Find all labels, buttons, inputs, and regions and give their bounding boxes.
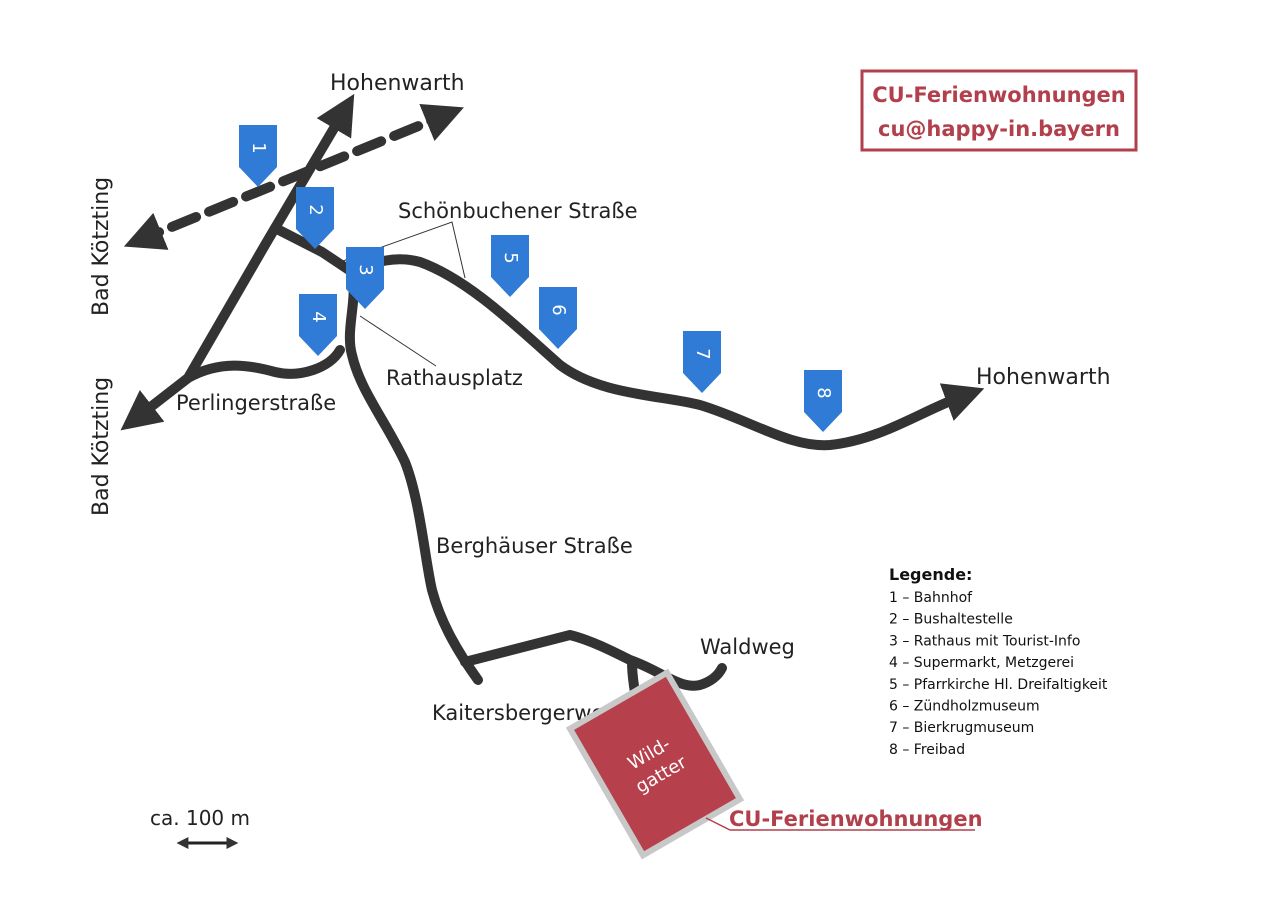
- road-branch-rathaus: [270, 223, 357, 277]
- poi-markers: 1 2 3 4 5 6 7 8: [239, 125, 842, 432]
- marker-pin: [539, 287, 577, 349]
- legend-item: 4 – Supermarkt, Metzgerei: [889, 655, 1074, 671]
- marker-pin: [346, 247, 384, 309]
- legend-item: 5 – Pfarrkirche Hl. Dreifaltigkeit: [889, 677, 1108, 693]
- road-perlinger: [183, 345, 345, 383]
- marker-pin: [299, 294, 337, 356]
- marker-2: 2: [296, 187, 334, 249]
- legend-title: Legende:: [889, 565, 972, 584]
- street-waldweg: Waldweg: [700, 635, 795, 659]
- cu-location-text: CU-Ferienwohnungen: [729, 807, 983, 831]
- scale-bar: ca. 100 m: [150, 806, 250, 849]
- marker-number: 8: [813, 387, 834, 398]
- legend-item: 7 – Bierkrugmuseum: [889, 720, 1034, 736]
- marker-7: 7: [683, 331, 721, 393]
- legend-item: 8 – Freibad: [889, 742, 965, 758]
- marker-5: 5: [491, 235, 529, 297]
- marker-1: 1: [239, 125, 277, 187]
- street-perlinger: Perlingerstraße: [176, 391, 336, 415]
- legend-item: 6 – Zündholzmuseum: [889, 699, 1040, 715]
- marker-number: 4: [308, 311, 329, 322]
- marker-number: 3: [355, 264, 376, 275]
- scale-label: ca. 100 m: [150, 806, 250, 830]
- marker-number: 5: [500, 252, 521, 263]
- wildgatter-area: Wild- gatter: [565, 668, 745, 860]
- marker-8: 8: [804, 370, 842, 432]
- marker-4: 4: [299, 294, 337, 356]
- legend-item: 3 – Rathaus mit Tourist-Info: [889, 633, 1080, 649]
- legend-item: 1 – Bahnhof: [889, 590, 973, 606]
- place-hohenwarth-east: Hohenwarth: [976, 365, 1111, 390]
- legend-item: 2 – Bushaltestelle: [889, 612, 1013, 628]
- place-bad-koetzting-lower: Bad Kötzting: [89, 377, 114, 516]
- marker-6: 6: [539, 287, 577, 349]
- marker-number: 7: [692, 348, 713, 359]
- legend: Legende: 1 – Bahnhof 2 – Bushaltestelle 3 …: [889, 565, 1108, 758]
- street-berghaeuser: Berghäuser Straße: [436, 534, 633, 558]
- road-hohenwarth-north: [120, 93, 355, 431]
- marker-pin: [804, 370, 842, 432]
- marker-pin: [683, 331, 721, 393]
- place-bad-koetzting-upper: Bad Kötzting: [89, 177, 114, 316]
- marker-3: 3: [346, 247, 384, 309]
- road-waldweg: [460, 630, 727, 691]
- street-schoenbuchener: Schönbuchener Straße: [398, 199, 638, 223]
- cu-location-label: CU-Ferienwohnungen: [705, 807, 983, 831]
- marker-number: 2: [305, 204, 326, 215]
- brand-title: CU-Ferienwohnungen: [872, 83, 1126, 107]
- marker-pin: [296, 187, 334, 249]
- road-schoenbuchener: [347, 254, 985, 451]
- brand-email: cu@happy-in.bayern: [878, 117, 1120, 141]
- marker-number: 1: [248, 142, 269, 153]
- marker-pin: [491, 235, 529, 297]
- street-rathausplatz: Rathausplatz: [386, 366, 523, 390]
- railway-line: [123, 104, 464, 250]
- roads: [120, 93, 985, 723]
- brand-box: CU-Ferienwohnungen cu@happy-in.bayern: [860, 69, 1138, 152]
- marker-pin: [239, 125, 277, 187]
- marker-number: 6: [548, 304, 569, 315]
- place-hohenwarth-north: Hohenwarth: [330, 71, 465, 96]
- road-berghaeuser: [344, 270, 483, 685]
